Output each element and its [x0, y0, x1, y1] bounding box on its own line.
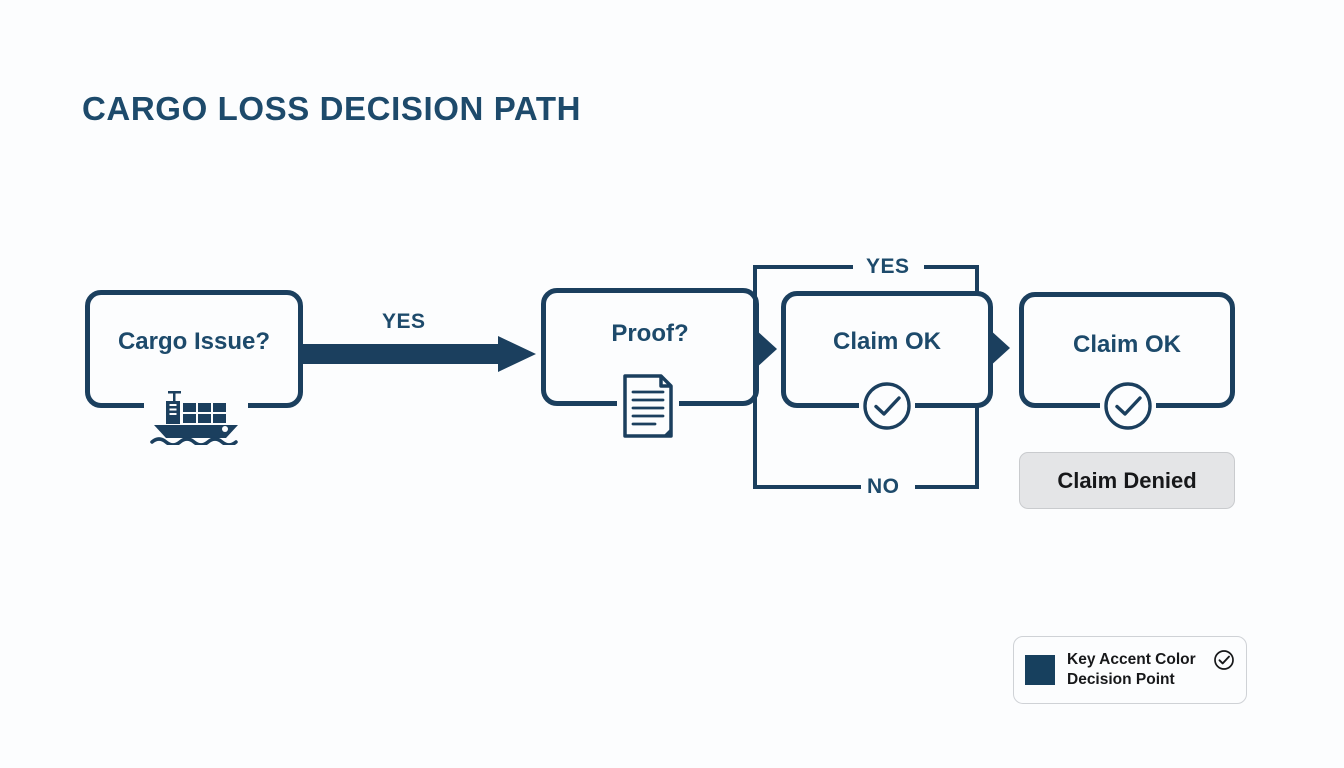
flow-node-label: Claim OK	[1072, 331, 1182, 358]
status-chip-claim-denied[interactable]: Claim Denied	[1019, 452, 1235, 509]
check-circle-icon	[1100, 378, 1156, 434]
legend: Key Accent Color Decision Point	[1013, 636, 1247, 704]
connector-arrowhead-claim-to-final	[988, 328, 1010, 368]
connector-label-no-branch: NO	[867, 475, 900, 498]
connector-arrow-yes-main	[302, 336, 536, 372]
legend-text: Key Accent Color Decision Point	[1067, 650, 1211, 690]
flow-node-label: Claim OK	[832, 328, 942, 355]
connector-arrowhead-proof-to-claim	[755, 329, 777, 369]
bracket-top-left	[753, 265, 853, 269]
bracket-left-edge	[753, 265, 757, 489]
flow-node-label: Proof?	[611, 320, 689, 347]
bracket-top-right	[924, 265, 979, 269]
connector-label-yes-branch: YES	[866, 255, 910, 278]
page-title: CARGO LOSS DECISION PATH	[82, 90, 582, 127]
flow-node-cargo-issue[interactable]: Cargo Issue?	[85, 290, 303, 408]
legend-line-1: Key Accent Color	[1067, 651, 1196, 669]
bracket-bottom-left	[753, 485, 861, 489]
legend-line-2: Decision Point	[1067, 671, 1175, 688]
document-icon	[617, 371, 679, 441]
flow-node-label: Cargo Issue?	[117, 328, 271, 355]
check-circle-icon	[1213, 649, 1235, 676]
connector-label-yes-main: YES	[382, 310, 426, 333]
check-circle-icon	[859, 378, 915, 434]
cargo-ship-icon	[144, 390, 248, 446]
legend-color-swatch	[1025, 655, 1055, 685]
bracket-bottom-right	[915, 485, 979, 489]
